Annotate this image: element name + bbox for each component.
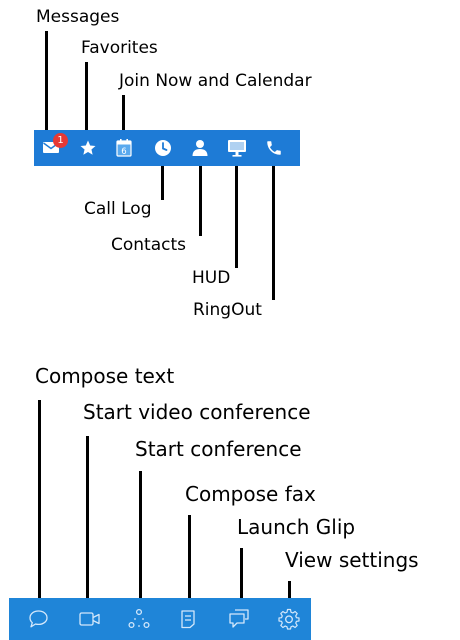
person-icon <box>192 140 208 156</box>
chat-bubble-icon <box>29 610 48 628</box>
label-compose-fax: Compose fax <box>185 482 316 506</box>
label-launch-glip: Launch Glip <box>237 515 356 539</box>
leader-favorites <box>85 62 88 134</box>
settings-gear-icon <box>278 608 300 630</box>
leader-contacts <box>199 162 202 236</box>
messages-button[interactable]: 1 <box>42 133 68 155</box>
monitor-icon <box>228 140 246 157</box>
launch-glip-button[interactable] <box>228 608 250 630</box>
join-now-calendar-button[interactable]: 6 <box>116 138 132 157</box>
video-camera-icon <box>79 612 100 626</box>
calendar-icon: 6 <box>116 139 132 157</box>
label-hud: HUD <box>192 268 231 288</box>
compose-text-button[interactable] <box>28 609 49 629</box>
label-start-video-conference: Start video conference <box>83 400 311 424</box>
leader-messages <box>45 31 48 134</box>
label-contacts: Contacts <box>111 235 186 255</box>
label-favorites: Favorites <box>81 38 158 58</box>
leader-join-now-calendar <box>122 95 125 132</box>
leader-call-log <box>161 162 164 200</box>
label-messages: Messages <box>36 7 120 27</box>
ringout-button[interactable] <box>265 139 283 157</box>
leader-ringout <box>272 162 275 300</box>
messages-unread-badge: 1 <box>53 133 68 148</box>
clock-icon <box>155 140 171 156</box>
label-ringout: RingOut <box>193 300 262 320</box>
call-log-button[interactable] <box>154 139 172 157</box>
label-start-conference: Start conference <box>135 437 302 461</box>
star-icon <box>80 140 96 155</box>
fax-icon <box>181 610 195 629</box>
leader-view-settings <box>288 581 291 600</box>
leader-compose-text <box>38 400 41 600</box>
start-conference-button[interactable] <box>127 608 151 630</box>
top-toolbar: 1 6 <box>34 130 300 166</box>
calendar-day-number: 6 <box>121 147 126 157</box>
phone-icon <box>267 141 281 155</box>
view-settings-button[interactable] <box>278 608 300 630</box>
label-compose-text: Compose text <box>35 364 175 388</box>
leader-start-video-conference <box>86 436 89 600</box>
contacts-button[interactable] <box>191 139 209 157</box>
label-call-log: Call Log <box>84 199 152 219</box>
leader-start-conference <box>139 471 142 600</box>
leader-hud <box>235 162 238 268</box>
leader-launch-glip <box>240 548 243 600</box>
glip-icon <box>229 609 249 628</box>
hud-button[interactable] <box>227 139 247 157</box>
leader-compose-fax <box>188 515 191 600</box>
compose-fax-button[interactable] <box>179 609 197 629</box>
conference-icon <box>128 608 150 629</box>
label-view-settings: View settings <box>285 548 419 572</box>
favorites-button[interactable] <box>79 139 97 157</box>
label-join-now-calendar: Join Now and Calendar <box>119 71 312 91</box>
start-video-conference-button[interactable] <box>78 610 102 628</box>
bottom-toolbar <box>9 598 311 640</box>
